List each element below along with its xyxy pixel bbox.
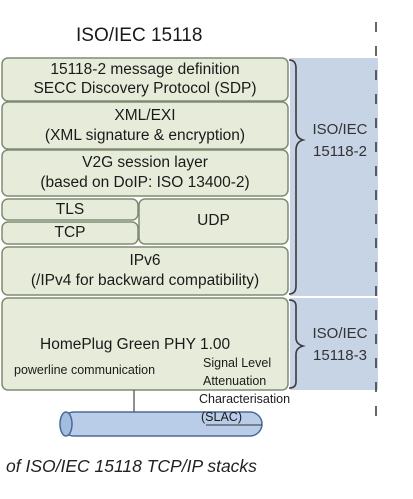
v2g-line2: (based on DoIP: ISO 13400-2) [40, 174, 250, 191]
xml-line1: XML/EXI [114, 107, 176, 124]
layer-message-definition-box [1, 57, 289, 102]
v2g-line1: V2G session layer [82, 154, 208, 171]
ipv6-line2: (/IPv4 for backward compatibility) [30, 272, 260, 289]
cable-end-left [59, 411, 73, 437]
part2-label-line1: ISO/IEC [312, 121, 368, 138]
layer-v2g-box [1, 149, 289, 197]
slac-line3: Characterisation [199, 392, 291, 406]
xml-line2: (XML signature & encryption) [44, 127, 246, 144]
message-def-line1: 15118-2 message definition [50, 61, 240, 78]
layer-tcp-box [1, 221, 139, 245]
brace-part3 [288, 299, 306, 389]
part3-label-line2: 15118-3 [313, 347, 367, 364]
homeplug-line1: HomePlug Green PHY 1.00 [40, 336, 231, 353]
slac-line2: Attenuation [203, 374, 267, 388]
slac-line1: Signal Level [203, 356, 272, 370]
standard-part3-panel [290, 298, 378, 390]
tls-label: TLS [55, 201, 85, 218]
brace-part2 [288, 59, 306, 295]
udp-label: UDP [197, 212, 230, 229]
tcp-label: TCP [54, 224, 86, 241]
ipv6-line1: IPv6 [129, 252, 161, 269]
part2-label-line2: 15118-2 [313, 143, 367, 160]
diagram-title: ISO/IEC 15118 [76, 25, 203, 46]
homeplug-line2: powerline communication [14, 363, 156, 377]
standard-part2-panel [290, 58, 378, 296]
layer-xml-box [1, 101, 289, 150]
layer-udp-box [138, 198, 289, 245]
slac-line4: (SLAC) [201, 410, 242, 424]
layer-homeplug-box [1, 297, 289, 391]
layer-ipv6-box [1, 246, 289, 296]
figure-caption: of ISO/IEC 15118 TCP/IP stacks [6, 456, 257, 476]
part3-label-line1: ISO/IEC [312, 325, 368, 342]
message-def-line2: SECC Discovery Protocol (SDP) [33, 80, 257, 97]
layer-tls-box [1, 198, 139, 221]
